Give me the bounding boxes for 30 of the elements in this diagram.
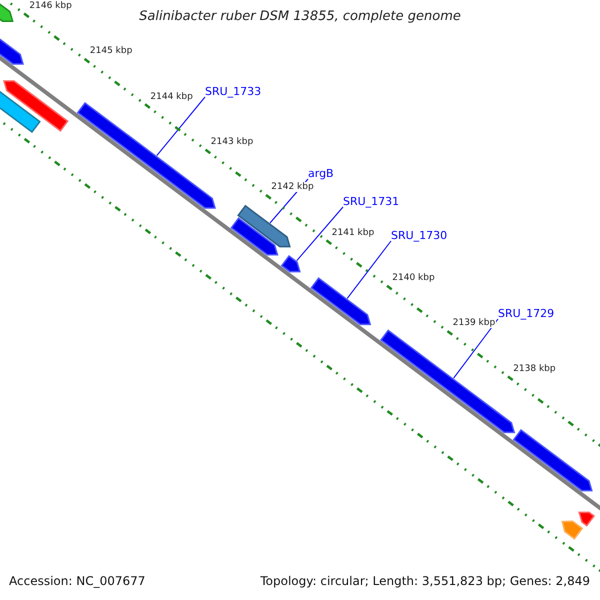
leader-line bbox=[296, 206, 344, 262]
gene-bar bbox=[380, 329, 516, 434]
genome-info-text: Topology: circular; Length: 3,551,823 bp; Genes: 2,849 bbox=[260, 574, 590, 588]
scale-label: 2146 kbp bbox=[28, 0, 73, 11]
gene-bar bbox=[230, 217, 278, 256]
gene-bar bbox=[512, 428, 593, 492]
gene-label: SRU_1729 bbox=[498, 307, 554, 320]
scale-label: 2141 kbp bbox=[330, 228, 376, 238]
gene-bar bbox=[237, 204, 291, 248]
leader-line bbox=[346, 240, 392, 299]
leader-line bbox=[156, 96, 206, 156]
scale-label: 2142 kbp bbox=[270, 182, 315, 192]
scale-label: 2145 kbp bbox=[88, 46, 134, 56]
diagram-title: Salinibacter ruber DSM 13855, complete genome bbox=[139, 9, 461, 24]
gene-bar bbox=[3, 80, 69, 132]
leader-line bbox=[453, 318, 498, 379]
gene-bar bbox=[561, 520, 584, 540]
gene-bar bbox=[310, 277, 372, 326]
scale-label: 2140 kbp bbox=[391, 273, 436, 283]
gene-label: argB bbox=[308, 167, 334, 180]
gene-label: SRU_1733 bbox=[205, 85, 262, 98]
scale-label: 2138 kbp bbox=[512, 364, 557, 374]
gene-label: SRU_1731 bbox=[343, 195, 400, 208]
scale-label: 2143 kbp bbox=[210, 136, 254, 147]
scale-label: 2144 kbp bbox=[149, 92, 194, 102]
gene-label: SRU_1730 bbox=[391, 229, 448, 242]
accession-text: Accession: NC_007677 bbox=[9, 574, 146, 588]
scale-label: 2139 kbp bbox=[452, 318, 496, 328]
gene-bar bbox=[578, 512, 596, 527]
gene-bar bbox=[280, 254, 301, 272]
